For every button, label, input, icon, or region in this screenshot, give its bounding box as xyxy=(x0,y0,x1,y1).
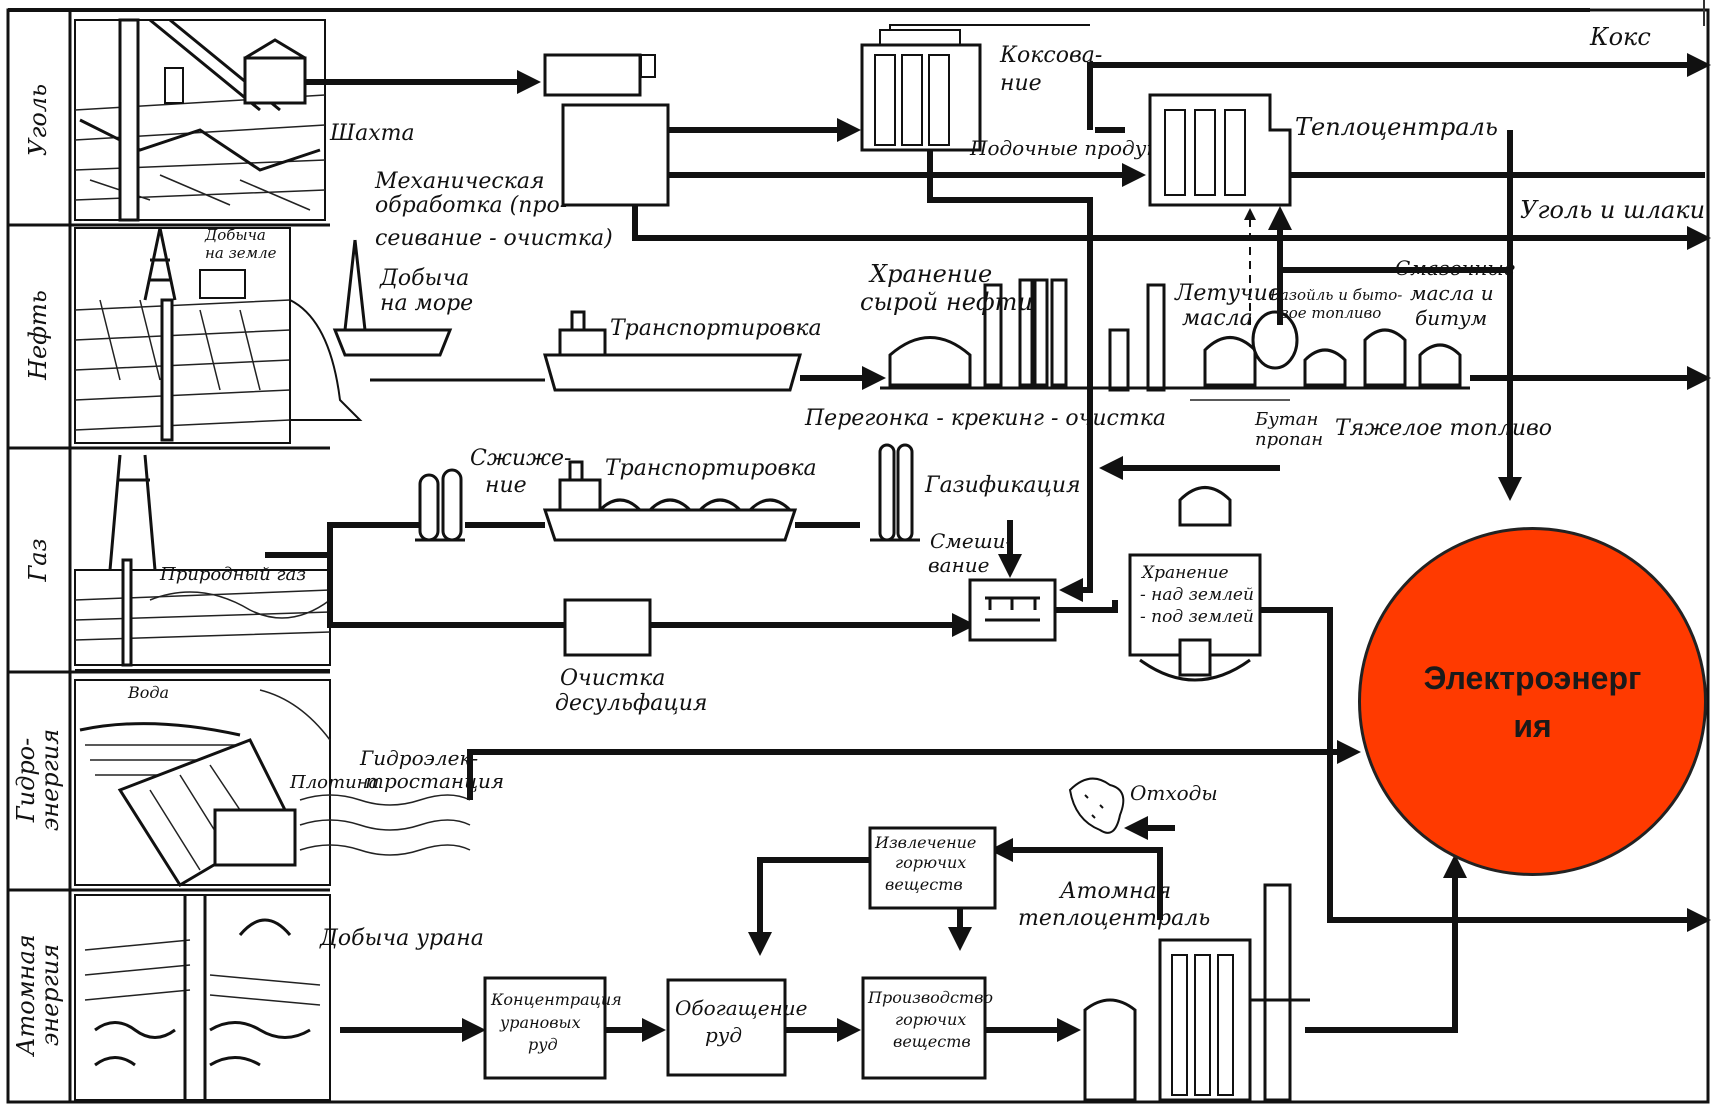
land-extraction-label-1: Добыча xyxy=(204,226,266,244)
cleaning-label-2: десульфация xyxy=(555,691,707,716)
row-label-oil: Нефть xyxy=(24,290,52,381)
coke-label: Кокс xyxy=(1589,23,1651,51)
gas-storage-icon xyxy=(1130,488,1260,681)
extraction-label-2: горючих xyxy=(895,853,966,872)
hydro-station-label-1: Гидроэлек- xyxy=(359,746,478,770)
storage-label-2: сырой нефти xyxy=(860,288,1033,316)
coal-slag-label: Уголь и шлаки xyxy=(1520,196,1705,224)
gasification-icon xyxy=(870,445,920,540)
refining-label: Перегонка - крекинг - очистка xyxy=(804,406,1166,431)
row-labels: Уголь Нефть Газ Гидро- энергия Атомная э… xyxy=(12,84,64,1058)
uranium-mining-label: Добыча урана xyxy=(319,926,484,951)
enrichment-label-2: руд xyxy=(705,1023,742,1047)
lubricants-label-2: масла и xyxy=(1410,281,1494,305)
corner-mark xyxy=(1703,0,1719,26)
concentration-label-3: руд xyxy=(528,1035,558,1054)
mixing-unit xyxy=(970,580,1055,640)
gas-well-illustration xyxy=(75,455,330,670)
electricity-label: Электроэнергия xyxy=(1418,654,1648,750)
row-label-hydro-2: энергия xyxy=(36,729,64,831)
heat-plant-label: Теплоцентраль xyxy=(1295,113,1498,141)
row-label-gas: Газ xyxy=(24,538,52,582)
row-label-nuclear-2: энергия xyxy=(36,944,64,1046)
extraction-label-1: Извлечение xyxy=(874,833,976,852)
gasoil-label-1: Газойль и быто- xyxy=(1269,286,1402,304)
gas-transport-label: Транспортировка xyxy=(605,456,817,481)
enrichment-label-1: Обогащение xyxy=(675,996,807,1020)
electricity-node: Электроэнергия xyxy=(1358,527,1707,876)
gas-storage-label-2: - над землей xyxy=(1140,585,1254,605)
concentration-label-1: Концентрация xyxy=(490,990,622,1009)
gasoil-label-2: вое топливо xyxy=(1280,304,1381,322)
lubricants-label-3: битум xyxy=(1415,306,1487,330)
concentration-label-2: урановых xyxy=(499,1013,581,1032)
fuel-production-label-1: Производство xyxy=(867,988,993,1007)
processing-box xyxy=(563,105,668,205)
mine-label: Шахта xyxy=(329,121,415,146)
land-extraction-label-2: на земле xyxy=(205,244,277,262)
coal-mine-illustration xyxy=(75,20,325,220)
processing-label-2: обработка (про- xyxy=(375,193,567,218)
butane-label-2: пропан xyxy=(1255,429,1323,450)
extraction-label-3: веществ xyxy=(885,875,963,894)
cleaning-label-1: Очистка xyxy=(560,666,665,691)
butane-label-1: Бутан xyxy=(1254,409,1318,430)
waste-label: Отходы xyxy=(1130,781,1218,805)
liquefaction-label-2: ние xyxy=(485,473,527,498)
uranium-mine-illustration xyxy=(75,895,330,1100)
cleaning-box xyxy=(565,600,650,655)
storage-label-1: Хранение xyxy=(868,260,992,288)
gas-storage-label-3: - под землей xyxy=(1140,607,1254,627)
sea-extraction-label-1: Добыча xyxy=(379,266,469,291)
volatile-label-1: Летучие xyxy=(1174,281,1281,306)
mixing-label-2: вание xyxy=(928,553,989,577)
gasification-label: Газификация xyxy=(924,473,1081,498)
processing-label-1: Механическая xyxy=(374,169,545,194)
row-label-coal: Уголь xyxy=(24,84,52,156)
gas-storage-label-1: Хранение xyxy=(1140,563,1229,583)
coking-label-1: Коксова- xyxy=(999,43,1102,68)
coking-label-2: ние xyxy=(1000,71,1042,96)
sea-extraction-label-2: на море xyxy=(380,291,473,316)
mixing-label-1: Смеши- xyxy=(930,529,1013,553)
heat-plant xyxy=(1150,95,1290,205)
hydro-station-label-2: тростанция xyxy=(365,769,504,793)
liquefaction-icon xyxy=(415,470,465,540)
nuclear-plant-label-1: Атомная xyxy=(1058,879,1171,904)
natural-gas-label: Природный газ xyxy=(159,564,306,585)
liquefaction-label-1: Сжиже- xyxy=(470,446,571,471)
oil-transport-label: Транспортировка xyxy=(610,316,822,341)
hydro-flow-line xyxy=(470,752,1355,800)
volatile-label-2: масла xyxy=(1182,306,1253,331)
waste-pile-icon xyxy=(1070,779,1123,833)
processing-label-3: сеивание - очистка) xyxy=(375,226,613,251)
fuel-production-label-3: веществ xyxy=(893,1032,971,1051)
fuel-production-label-2: горючих xyxy=(895,1010,966,1029)
heavy-fuel-label: Тяжелое топливо xyxy=(1335,416,1552,441)
nuclear-plant-label-2: теплоцентраль xyxy=(1018,906,1210,931)
water-label: Вода xyxy=(127,683,169,702)
